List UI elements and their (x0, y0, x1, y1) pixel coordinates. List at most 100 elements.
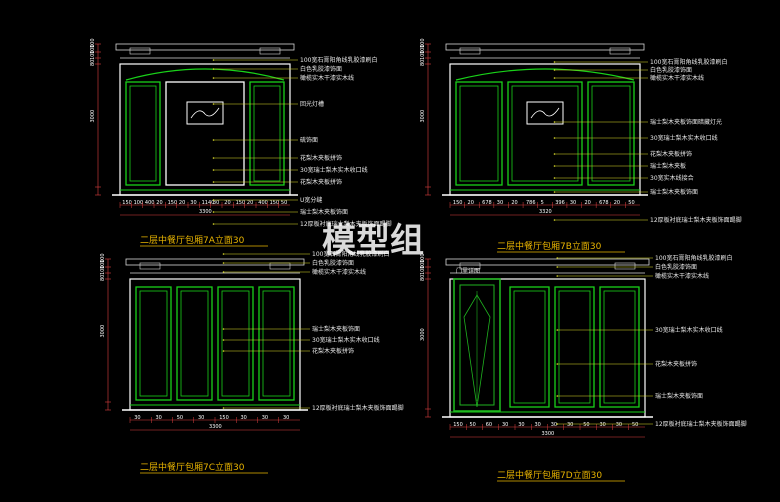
leader-dot (212, 139, 215, 141)
dimension-value: 150 (453, 422, 463, 428)
dimension-value: 30 (502, 422, 508, 428)
material-label: 白色乳胶漆饰面 (312, 259, 354, 267)
side-panel (249, 81, 285, 186)
material-label: 硫饰面 (300, 136, 318, 144)
material-label: 100宽石膏阳角线乳胶漆刷白 (312, 250, 389, 258)
material-label: 花梨木夹板拼饰 (312, 347, 354, 355)
artwork-frame (526, 101, 564, 125)
dimension-value: 100 (90, 50, 96, 60)
dimension-value: 3000 (100, 325, 106, 338)
wall-panel-inset (221, 290, 250, 397)
wall-panel-inset (558, 290, 591, 404)
dimension-value: 20 (156, 200, 162, 206)
material-label: 30宽瑞士梨木实木收口线 (650, 134, 718, 142)
wall-panel-inset (139, 290, 168, 397)
side-panel (125, 81, 161, 186)
dimension-value: 50 (470, 422, 476, 428)
material-label: 回光灯槽 (300, 100, 324, 108)
leader-dot (212, 77, 215, 79)
dimension-value: 30 (535, 422, 541, 428)
leader-dot (222, 339, 225, 341)
leader-dot (553, 77, 556, 79)
leader-dot (556, 395, 559, 397)
dimension-value: 30 (198, 415, 204, 421)
dimension-value: 5 (541, 200, 544, 206)
side-panel (587, 81, 635, 186)
elevation-title: 二层中餐厅包厢7A立面30 (140, 234, 245, 246)
leader-dot (553, 153, 556, 155)
dimension-value: 30 (551, 422, 557, 428)
leader-dot (553, 137, 556, 139)
material-label: 瑞士梨木夹板饰面 (655, 392, 703, 400)
arch-molding (125, 68, 285, 81)
material-label: 瑞士梨木夹板 (650, 162, 686, 170)
leader-dot (222, 350, 225, 352)
cornice-bracket (614, 262, 636, 270)
wall-panel (554, 286, 595, 408)
material-label: 白色乳胶漆饰面 (655, 263, 697, 271)
dimension-value: 100 (100, 253, 106, 263)
artwork-icon (190, 107, 220, 119)
dimension-value: 100 (420, 253, 426, 263)
leader-dot (556, 329, 559, 331)
side-panel-inset (253, 85, 281, 182)
arch-molding (455, 68, 635, 81)
leader-dot (212, 157, 215, 159)
dimension-value: 3000 (420, 328, 426, 341)
dimension-value: 20 (247, 200, 253, 206)
dimension-value: 30 (213, 200, 219, 206)
material-label: 橄榄实木干漆实木线 (650, 74, 704, 82)
dimension-value: 50 (628, 200, 634, 206)
center-panel (165, 81, 245, 186)
wall-panel (176, 286, 213, 401)
dimension-value: 30 (497, 200, 503, 206)
leader-dot (553, 191, 556, 193)
dimension-value: 150 (236, 200, 246, 206)
material-label: 花梨木夹板拼饰 (655, 360, 697, 368)
leader-dot (553, 69, 556, 71)
door-frame (453, 278, 501, 412)
dimension-value: 400 (145, 200, 155, 206)
leader-dot (212, 181, 215, 183)
dimension-value: 150 (219, 415, 229, 421)
dimension-value: 50 (632, 422, 638, 428)
material-label: 100宽石膏阳角线乳胶漆刷白 (650, 58, 727, 66)
leader-dot (212, 103, 215, 105)
dimension-value: 20 (614, 200, 620, 206)
material-label: 白色乳胶漆饰面 (650, 66, 692, 74)
material-label: 花梨木夹板拼饰 (300, 154, 342, 162)
cornice-bracket (259, 47, 281, 55)
ceiling-cornice (445, 43, 645, 51)
leader-dot (556, 423, 559, 425)
wall-panel (509, 286, 550, 408)
wall-panel-inset (262, 290, 291, 397)
leader-dot (553, 177, 556, 179)
dimension-value: 20 (511, 200, 517, 206)
dimension-value: 20 (179, 200, 185, 206)
cornice-bracket (129, 47, 151, 55)
dimension-value: 100 (420, 44, 426, 54)
dimension-value: 30 (190, 200, 196, 206)
leader-dot (212, 59, 215, 61)
leader-dot (556, 257, 559, 259)
leader-dot (212, 199, 215, 201)
material-label: 白色乳胶漆饰面 (300, 65, 342, 73)
leader-dot (556, 275, 559, 277)
leader-dot (212, 211, 215, 213)
dimension-value: 60 (486, 422, 492, 428)
dimension-value: 30 (616, 422, 622, 428)
side-panel-inset (459, 85, 499, 182)
material-label: 橄榄实木干漆实木线 (312, 268, 366, 276)
material-label: 12厚板衬底瑞士梨木夹板饰面踢脚 (650, 216, 742, 224)
ceiling-cornice (125, 258, 305, 266)
center-panel (507, 81, 583, 186)
material-label: 30宽瑞士梨木实木收口线 (300, 166, 368, 174)
wall-panel-inset (603, 290, 636, 404)
wall-panel (258, 286, 295, 401)
